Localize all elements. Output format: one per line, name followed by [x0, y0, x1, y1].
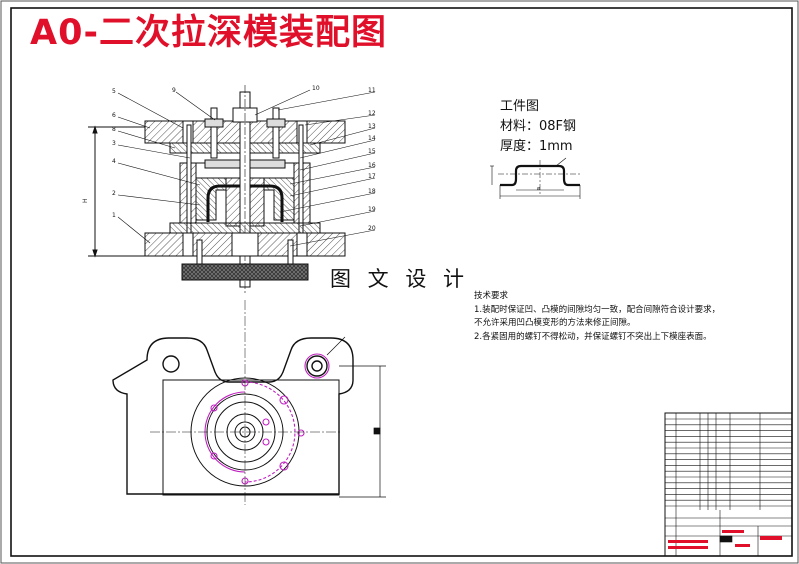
part-number: 1: [112, 212, 116, 219]
part-numbers-right: 10 11 12 13 14 15 16 17 18 19 20: [312, 85, 376, 232]
part-number: 16: [368, 162, 376, 169]
workpiece-heading: 工件图: [500, 99, 540, 114]
requirements-heading: 技术要求: [474, 291, 509, 301]
workpiece-material: 材料：08F钢: [500, 119, 577, 134]
front-section-view: H: [82, 85, 376, 295]
drawing-title: A0-二次拉深模装配图: [30, 13, 387, 53]
part-number: 2: [112, 190, 116, 197]
part-number: 13: [368, 123, 376, 130]
title-block: [664, 412, 793, 557]
workpiece-notes: 工件图 材料：08F钢 厚度：1mm: [500, 97, 576, 157]
workpiece-thickness: 厚度：1mm: [500, 139, 573, 154]
part-number: 6: [112, 112, 116, 119]
part-number: 10: [312, 85, 320, 92]
part-number: 17: [368, 173, 376, 180]
technical-requirements: 技术要求 1.装配时保证凹、凸模的间隙均匀一致，配合间隙符合设计要求， 不允许采…: [474, 290, 720, 344]
svg-text:ø: ø: [537, 186, 540, 192]
part-number: 19: [368, 206, 376, 213]
part-number: 12: [368, 110, 376, 117]
height-dimension: H: [82, 125, 145, 258]
requirement-line: 2.各紧固用的螺钉不得松动，并保证螺钉不突出上下模座表面。: [474, 331, 712, 342]
watermark: 图 文 设 计: [330, 267, 470, 292]
requirement-line: 不允许采用凹凸模变形的方法来修正间隙。: [474, 318, 636, 328]
part-number: 8: [112, 126, 116, 133]
requirement-line: 1.装配时保证凹、凸模的间隙均匀一致，配合间隙符合设计要求，: [474, 304, 721, 315]
workpiece-drawing: ø: [490, 157, 582, 199]
plan-view: [112, 300, 386, 505]
part-number: 14: [368, 135, 376, 142]
part-number: 3: [112, 140, 116, 147]
part-number: 18: [368, 188, 376, 195]
rubber-buffer: [181, 263, 309, 281]
part-number: 11: [368, 87, 376, 94]
inner-border: [10, 7, 793, 557]
part-number: 20: [368, 225, 376, 232]
svg-text:H: H: [82, 198, 89, 203]
part-number: 5: [112, 88, 116, 95]
part-number: 4: [112, 158, 116, 165]
part-number: 15: [368, 148, 376, 155]
part-numbers-left: 5 6 8 3 4 2 1 9: [112, 87, 176, 219]
part-number: 9: [172, 87, 176, 94]
